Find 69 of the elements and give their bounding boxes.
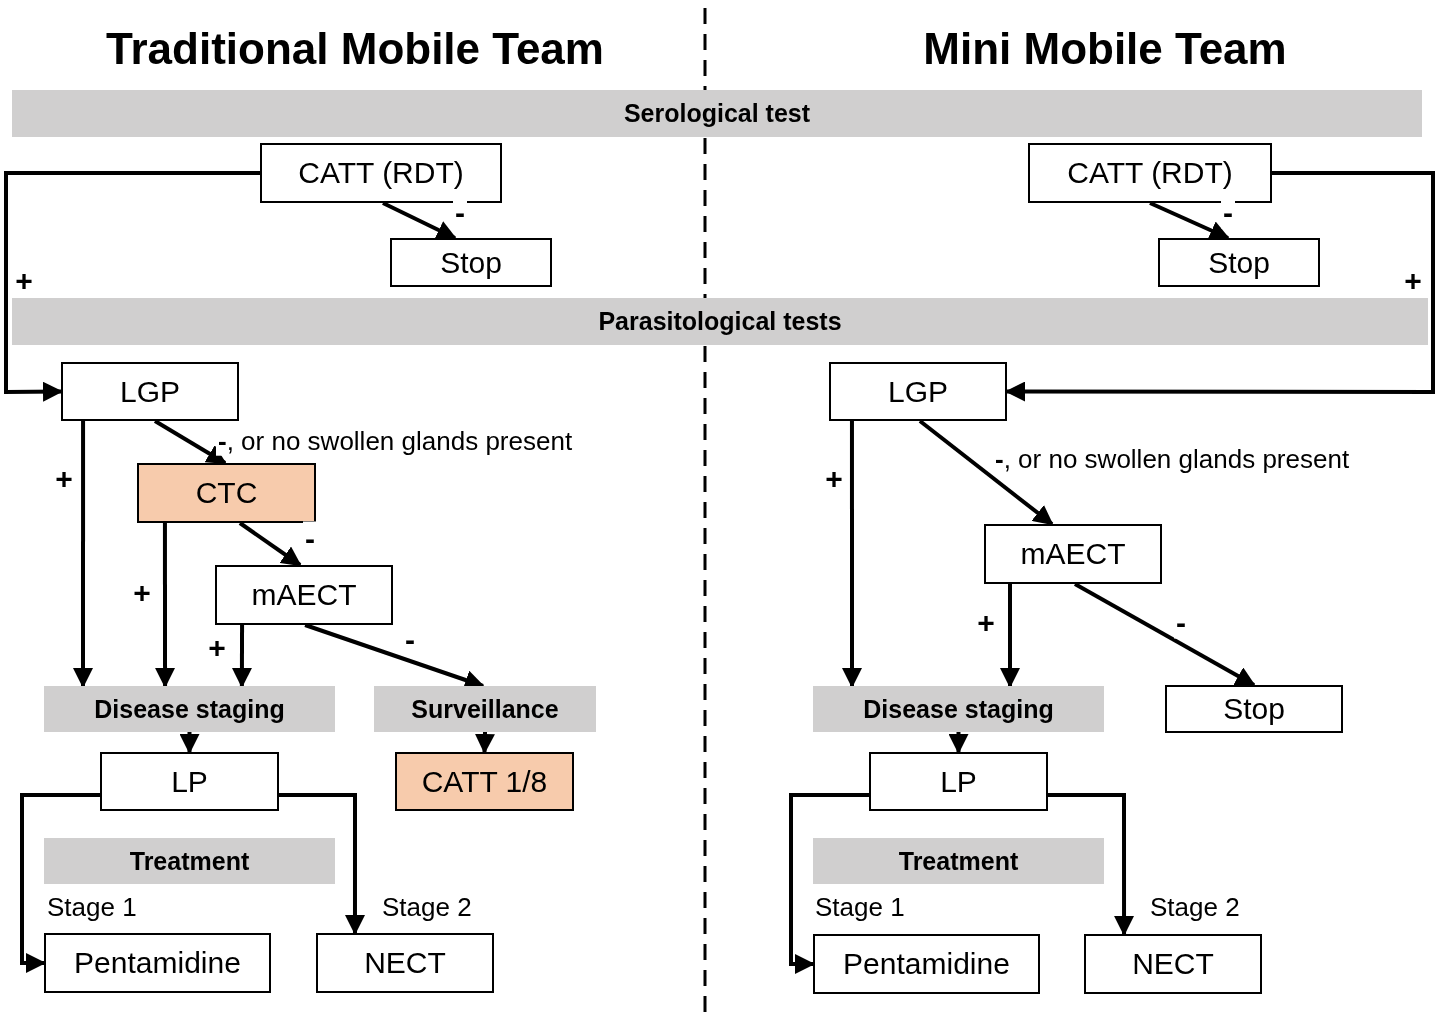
node-label: LGP — [888, 374, 948, 409]
node-label: Disease staging — [94, 694, 285, 724]
arrow — [789, 793, 869, 974]
arrow — [948, 732, 969, 754]
arrow — [474, 731, 495, 754]
process-box — [869, 752, 1048, 811]
arrow — [1000, 584, 1020, 688]
node-label: Stop — [1208, 245, 1270, 280]
node-label: CTC — [195, 476, 258, 510]
arrow — [1073, 582, 1256, 687]
column-heading: Traditional Mobile Team — [105, 24, 605, 74]
arrow — [279, 793, 365, 935]
process-box — [1084, 934, 1262, 994]
node-label: Serological test — [623, 99, 811, 128]
process-box — [1028, 143, 1272, 203]
process-box — [390, 238, 552, 287]
process-box — [1158, 238, 1320, 287]
process-box — [61, 362, 239, 421]
node-label: CATT (RDT) — [1067, 156, 1233, 190]
arrow — [73, 421, 93, 688]
stage-band — [44, 686, 335, 732]
node-label: Pentamidine — [74, 946, 241, 980]
process-box — [100, 752, 279, 811]
stage-band — [44, 838, 335, 884]
process-box — [1165, 685, 1343, 733]
node-label: Treatment — [898, 846, 1019, 876]
node-label: mAECT — [251, 578, 357, 612]
node-label: CATT (RDT) — [298, 156, 464, 190]
node-label: NECT — [364, 946, 446, 980]
arrow — [238, 521, 302, 567]
stage-band — [813, 838, 1104, 884]
stage-band — [12, 90, 1422, 137]
process-box — [44, 933, 271, 993]
process-box — [829, 362, 1007, 421]
arrow — [382, 201, 457, 240]
arrow — [155, 523, 176, 688]
process-box — [395, 752, 574, 811]
node-label: Pentamidine — [843, 947, 1010, 981]
arrow — [231, 625, 252, 688]
node-label: NECT — [1132, 947, 1214, 981]
node-label: Surveillance — [411, 694, 559, 724]
node-label: Treatment — [129, 846, 250, 876]
node-label: Parasitological tests — [598, 307, 842, 336]
process-box — [215, 565, 393, 625]
node-label: CATT 1/8 — [421, 764, 548, 799]
node-label: LP — [940, 764, 977, 799]
node-label: LGP — [120, 374, 180, 409]
process-box — [260, 143, 502, 203]
arrow — [842, 421, 862, 688]
arrow — [153, 419, 227, 465]
process-box — [984, 524, 1162, 584]
node-label: LP — [171, 764, 208, 799]
column-heading: Mini Mobile Team — [922, 24, 1288, 74]
process-box — [137, 463, 316, 523]
process-box — [813, 934, 1040, 994]
node-label: mAECT — [1020, 537, 1126, 571]
node-label: Stop — [1223, 692, 1285, 726]
arrow — [179, 732, 200, 754]
stage-band — [813, 686, 1104, 732]
node-label: Stop — [440, 245, 502, 280]
arrow — [1149, 201, 1230, 240]
arrow — [1048, 793, 1135, 936]
stage-band — [374, 686, 596, 732]
arrow — [20, 793, 100, 973]
process-box — [316, 933, 494, 993]
arrow — [4, 171, 260, 402]
arrow — [918, 419, 1054, 526]
node-label: Disease staging — [863, 694, 1054, 724]
stage-band — [12, 298, 1428, 345]
